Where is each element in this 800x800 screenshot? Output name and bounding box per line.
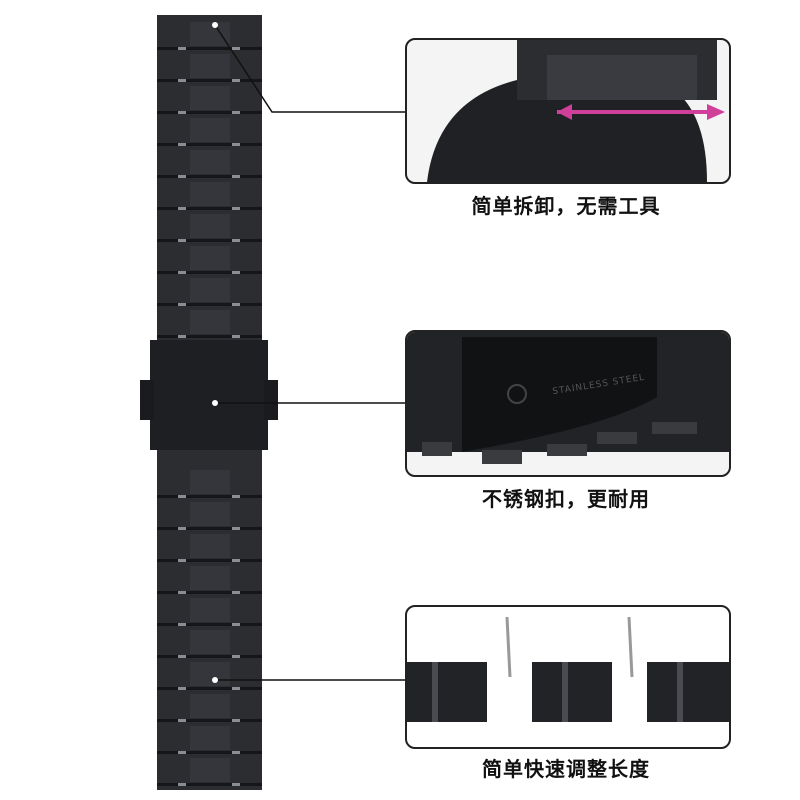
link-gap [157,559,262,562]
link-gap [157,623,262,626]
clasp-button-left [140,380,154,420]
link-highlight [232,527,240,530]
link-highlight [232,495,240,498]
link-gap [157,495,262,498]
link-highlight [232,175,240,178]
detail-panel-links [405,605,731,749]
center-link [190,278,230,302]
center-link [190,502,230,526]
link-highlight [232,271,240,274]
link-gap [157,591,262,594]
link-gap [157,207,262,210]
link-highlight [178,47,186,50]
center-link [190,630,230,654]
link-highlight [232,335,240,338]
center-link [190,470,230,494]
center-link [190,214,230,238]
link-gap [157,719,262,722]
link-highlight [178,623,186,626]
link-highlight [232,559,240,562]
center-link [190,86,230,110]
link-gap [157,47,262,50]
link-gap [157,175,262,178]
link-highlight [232,207,240,210]
link-gap [157,303,262,306]
callout-line-1 [214,24,405,113]
link-highlight [232,783,240,786]
link-highlight [178,655,186,658]
link-highlight [178,79,186,82]
link-highlight [178,239,186,242]
link-highlight [232,623,240,626]
link-highlight [178,527,186,530]
link-highlight [178,783,186,786]
link-gap [157,751,262,754]
clasp [150,340,268,450]
link-highlight [232,239,240,242]
link-highlight [232,655,240,658]
link-highlight [232,79,240,82]
link-gap [157,271,262,274]
detail-panel-clasp: STAINLESS STEEL [405,330,731,477]
center-link [190,310,230,334]
link-highlight [232,143,240,146]
caption-adjust-length: 简单快速调整长度 [482,757,650,781]
center-link [190,22,230,46]
caption-quick-release: 简单拆卸，无需工具 [471,194,661,218]
link-gap [157,239,262,242]
link-gap [157,783,262,786]
link-highlight [232,719,240,722]
link-highlight [232,303,240,306]
center-link [190,534,230,558]
link-highlight [178,591,186,594]
link-highlight [232,591,240,594]
link-highlight [232,111,240,114]
link-gap [157,527,262,530]
link-highlight [178,687,186,690]
link-highlight [178,751,186,754]
link-highlight [178,719,186,722]
center-link [190,566,230,590]
link-gap [157,655,262,658]
link-highlight [232,47,240,50]
clasp-button-right [264,380,278,420]
center-link [190,118,230,142]
link-highlight [232,687,240,690]
link-gap [157,111,262,114]
center-link [190,598,230,622]
link-highlight [178,143,186,146]
center-link [190,54,230,78]
link-highlight [178,175,186,178]
center-link [190,758,230,782]
center-link [190,150,230,174]
center-link [190,662,230,686]
link-highlight [178,111,186,114]
link-highlight [178,559,186,562]
link-highlight [178,335,186,338]
link-highlight [232,751,240,754]
link-gap [157,79,262,82]
link-highlight [178,271,186,274]
link-gap [157,143,262,146]
center-link [190,246,230,270]
callout-lines [214,24,405,681]
detail-panel-quick-release [405,38,731,184]
link-highlight [178,495,186,498]
center-link [190,694,230,718]
link-highlight [178,303,186,306]
link-gap [157,335,262,338]
caption-clasp: 不锈钢扣，更耐用 [482,487,650,511]
center-link [190,182,230,206]
link-highlight [178,207,186,210]
center-link [190,726,230,750]
link-gap [157,687,262,690]
